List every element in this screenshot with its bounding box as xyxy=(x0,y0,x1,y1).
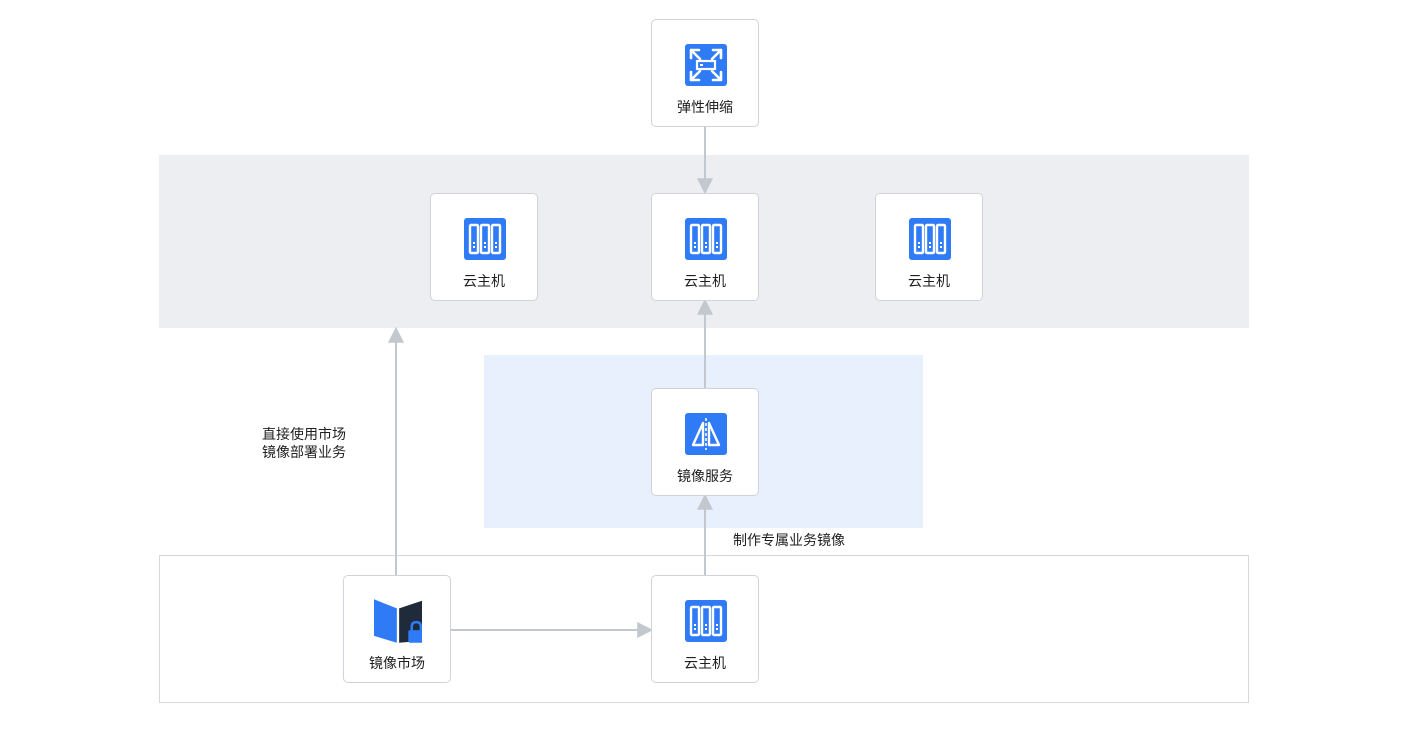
cvm-label: 云主机 xyxy=(908,274,950,290)
direct-use-line-2: 镜像部署业务 xyxy=(262,445,346,461)
cvm-node-center[interactable]: 云主机 xyxy=(651,193,759,301)
image-service-icon xyxy=(685,413,727,455)
cvm-node-right[interactable]: 云主机 xyxy=(875,193,983,301)
cvm-label: 云主机 xyxy=(463,274,505,290)
auto-scaling-label: 弹性伸缩 xyxy=(677,100,733,116)
direct-use-annotation: 直接使用市场 镜像部署业务 xyxy=(262,426,372,462)
image-service-label: 镜像服务 xyxy=(677,469,733,485)
image-market-icon xyxy=(374,599,422,643)
server-icon xyxy=(464,218,506,260)
cvm-node-left[interactable]: 云主机 xyxy=(430,193,538,301)
custom-image-annotation: 制作专属业务镜像 xyxy=(733,533,845,549)
auto-scaling-icon xyxy=(685,44,727,86)
image-market-label: 镜像市场 xyxy=(369,656,425,672)
direct-use-line-1: 直接使用市场 xyxy=(262,427,346,443)
cvm-node-bottom[interactable]: 云主机 xyxy=(651,575,759,683)
cvm-label: 云主机 xyxy=(684,274,726,290)
image-market-node[interactable]: 镜像市场 xyxy=(343,575,451,683)
cvm-label: 云主机 xyxy=(684,656,726,672)
server-icon xyxy=(685,218,727,260)
server-icon xyxy=(909,218,951,260)
auto-scaling-node[interactable]: 弹性伸缩 xyxy=(651,19,759,127)
server-icon xyxy=(685,600,727,642)
image-service-node[interactable]: 镜像服务 xyxy=(651,388,759,496)
